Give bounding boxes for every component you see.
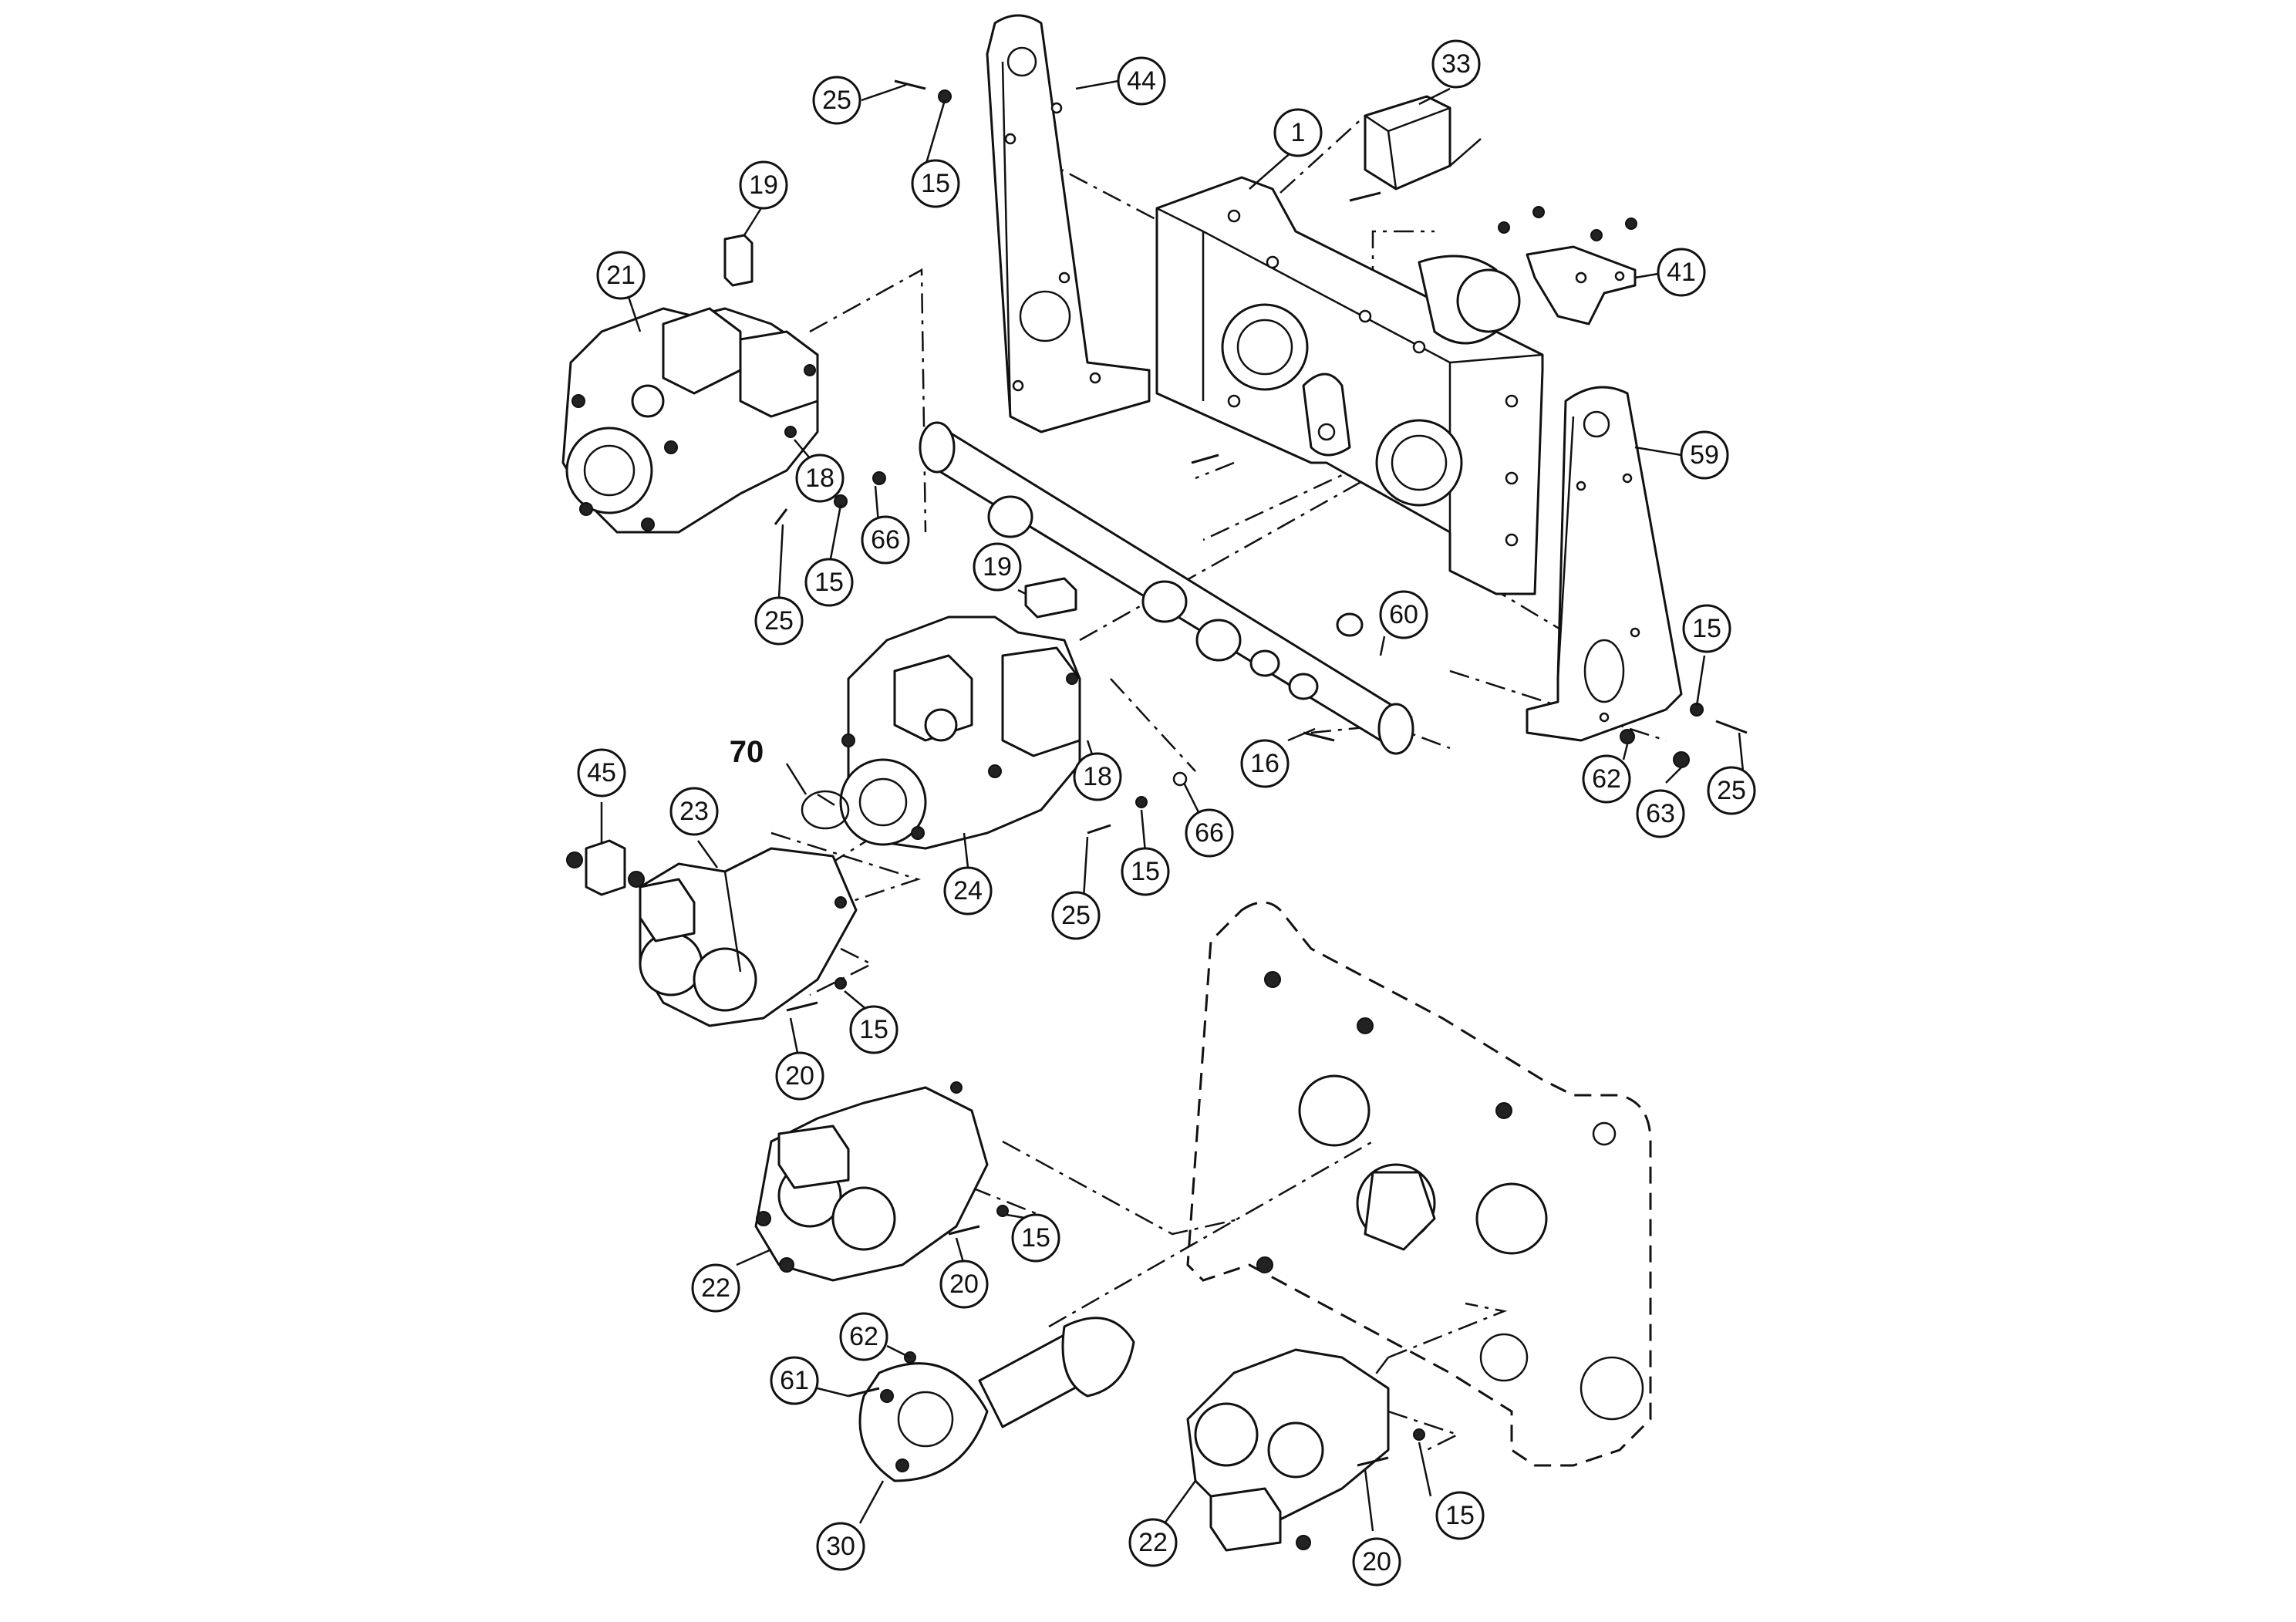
pump-22-left <box>754 1081 989 1282</box>
valve-45 <box>566 839 645 896</box>
svg-text:15: 15 <box>1131 857 1160 886</box>
o-ring-70 <box>801 790 850 830</box>
pump-23 <box>639 847 858 1027</box>
callout-18-a: 18 <box>795 454 845 503</box>
svg-text:16: 16 <box>1250 749 1279 778</box>
callout-1: 1 <box>1273 108 1323 157</box>
svg-text:41: 41 <box>1667 258 1696 287</box>
svg-text:15: 15 <box>1021 1223 1050 1253</box>
svg-text:19: 19 <box>749 170 778 200</box>
callout-22-b: 22 <box>1128 1518 1178 1567</box>
callout-20-a: 20 <box>775 1051 824 1101</box>
bracket-44 <box>986 14 1151 433</box>
svg-text:25: 25 <box>1717 776 1746 805</box>
callout-25-c: 25 <box>1707 766 1756 815</box>
callout-60: 60 <box>1379 590 1428 639</box>
callout-15-d: 15 <box>1121 847 1170 896</box>
svg-text:15: 15 <box>859 1015 888 1044</box>
callout-25-b: 25 <box>754 596 804 646</box>
svg-text:25: 25 <box>822 86 851 115</box>
svg-text:33: 33 <box>1441 49 1471 79</box>
drive-shaft-30 <box>858 1317 1135 1482</box>
svg-text:15: 15 <box>1445 1501 1475 1530</box>
callout-24: 24 <box>943 866 993 916</box>
callout-63: 63 <box>1636 789 1685 838</box>
callout-66-b: 66 <box>1185 808 1234 858</box>
svg-text:63: 63 <box>1646 799 1675 828</box>
leader-lines <box>600 79 1745 1532</box>
callout-41: 41 <box>1657 248 1706 297</box>
svg-text:15: 15 <box>814 568 844 597</box>
callout-21: 21 <box>596 251 646 300</box>
callout-15-b: 15 <box>804 558 854 607</box>
svg-text:44: 44 <box>1127 66 1156 96</box>
gearbox-assembled-outline <box>1186 901 1652 1467</box>
bracket-33 <box>1364 95 1482 191</box>
callout-15-c: 15 <box>1682 604 1731 653</box>
svg-text:60: 60 <box>1389 600 1418 629</box>
callout-45: 45 <box>577 748 626 798</box>
block-19-middle <box>1024 577 1077 619</box>
svg-text:1: 1 <box>1291 118 1306 147</box>
svg-text:25: 25 <box>1061 901 1091 930</box>
callout-19-b: 19 <box>973 542 1022 592</box>
svg-text:30: 30 <box>826 1532 855 1561</box>
bracket-59 <box>1526 386 1683 742</box>
svg-text:21: 21 <box>606 261 636 290</box>
callout-20-b: 20 <box>939 1259 989 1309</box>
svg-text:59: 59 <box>1690 440 1719 470</box>
callout-18-b: 18 <box>1073 752 1122 801</box>
callout-62-b: 62 <box>839 1312 888 1361</box>
svg-text:62: 62 <box>1592 764 1621 794</box>
callout-15-g: 15 <box>1435 1491 1485 1540</box>
svg-text:66: 66 <box>1195 818 1224 848</box>
callout-15-e: 15 <box>849 1005 899 1054</box>
callout-20-c: 20 <box>1352 1537 1401 1587</box>
label-70: 70 <box>730 735 764 769</box>
svg-text:20: 20 <box>1362 1547 1391 1576</box>
svg-text:20: 20 <box>949 1270 979 1299</box>
svg-text:61: 61 <box>780 1366 809 1395</box>
svg-text:24: 24 <box>953 876 983 905</box>
bolt-icon <box>894 79 926 90</box>
svg-text:70: 70 <box>730 735 764 769</box>
callout-25-a: 25 <box>812 76 861 125</box>
svg-text:66: 66 <box>871 525 900 555</box>
callout-30: 30 <box>816 1522 865 1571</box>
svg-text:19: 19 <box>983 552 1012 582</box>
callout-61: 61 <box>770 1356 819 1405</box>
callout-25-d: 25 <box>1051 891 1101 940</box>
callout-33: 33 <box>1431 39 1481 89</box>
svg-text:20: 20 <box>785 1061 814 1091</box>
callout-15-a: 15 <box>911 159 960 208</box>
svg-text:15: 15 <box>1692 614 1721 643</box>
svg-text:18: 18 <box>805 464 834 493</box>
svg-text:23: 23 <box>679 797 709 826</box>
callout-23: 23 <box>669 787 719 836</box>
svg-text:45: 45 <box>587 758 616 787</box>
svg-text:62: 62 <box>849 1322 878 1351</box>
manifold-tube-60 <box>919 421 1414 755</box>
bracket-41 <box>1526 245 1637 325</box>
callout-59: 59 <box>1680 430 1729 480</box>
pump-22-bottom <box>1186 1348 1390 1552</box>
pump-21 <box>561 307 819 534</box>
hardware <box>774 79 1748 1467</box>
callout-44: 44 <box>1117 56 1166 106</box>
svg-text:22: 22 <box>701 1273 730 1303</box>
callout-62-a: 62 <box>1582 754 1631 804</box>
callout-19-a: 19 <box>739 160 788 210</box>
svg-text:22: 22 <box>1138 1528 1168 1557</box>
callout-15-f: 15 <box>1011 1213 1060 1263</box>
callout-16: 16 <box>1240 739 1290 788</box>
svg-text:15: 15 <box>921 169 950 198</box>
callout-66-a: 66 <box>861 515 910 565</box>
svg-text:18: 18 <box>1083 762 1112 791</box>
block-19-top <box>723 234 754 287</box>
gearbox-housing-1 <box>1155 176 1544 595</box>
svg-text:25: 25 <box>764 606 794 636</box>
callout-22-a: 22 <box>691 1263 740 1313</box>
pump-24 <box>839 615 1081 850</box>
